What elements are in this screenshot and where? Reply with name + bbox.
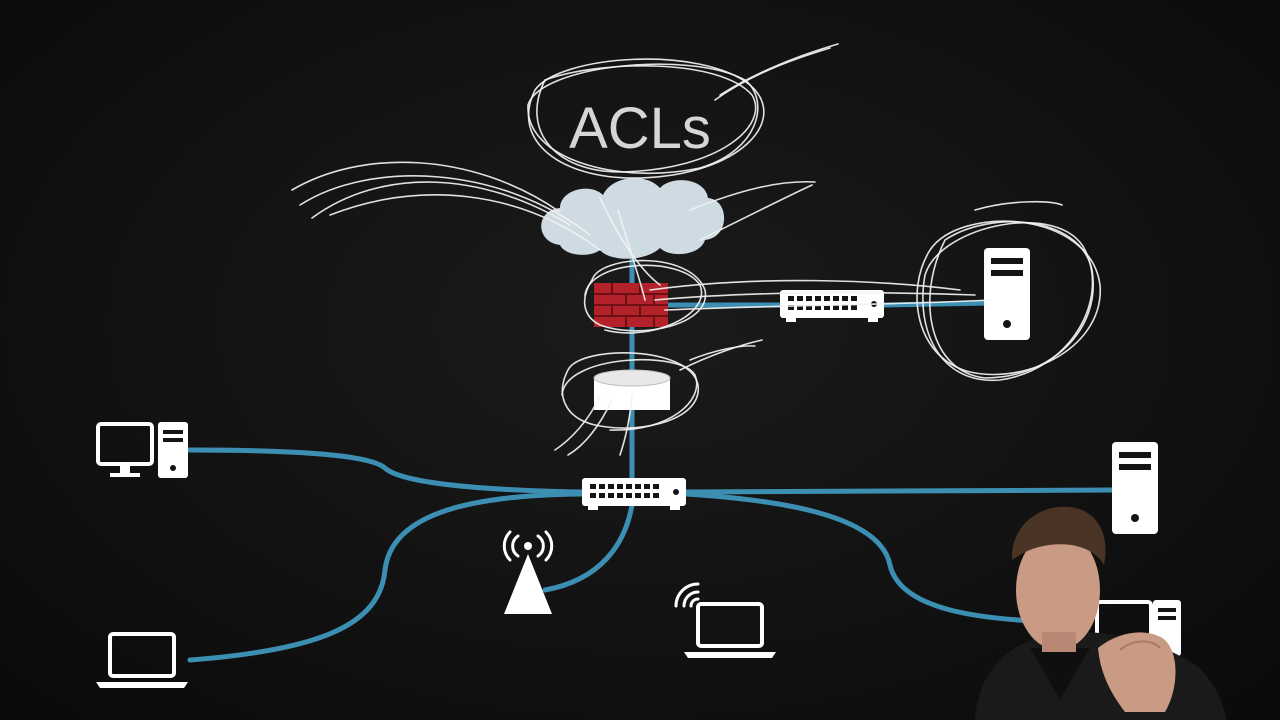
presenter-icon bbox=[975, 506, 1226, 720]
network-links bbox=[185, 247, 1115, 663]
firewall-icon bbox=[594, 283, 668, 327]
link-dmz-switch-server bbox=[879, 300, 993, 308]
laptop-icon bbox=[96, 632, 188, 688]
cloud-icon bbox=[541, 178, 725, 259]
server-icon bbox=[1112, 442, 1158, 534]
link-switch-desktop-left bbox=[185, 447, 585, 495]
server-icon bbox=[984, 248, 1030, 340]
desktop-icon bbox=[96, 422, 188, 478]
link-switch-laptop-left bbox=[187, 491, 585, 663]
wireless-laptop-icon bbox=[674, 582, 776, 658]
link-switch-access-point bbox=[542, 502, 635, 593]
wireless-access-point-icon bbox=[502, 530, 554, 614]
link-switch-desktop-right bbox=[683, 491, 1063, 625]
router-icon bbox=[593, 369, 671, 410]
switch-icon bbox=[780, 290, 884, 322]
diagram-title: ACLs bbox=[569, 96, 711, 161]
annotation-scribbles bbox=[291, 43, 1101, 456]
link-switch-server-right bbox=[683, 487, 1115, 495]
switch-icon bbox=[582, 478, 686, 510]
